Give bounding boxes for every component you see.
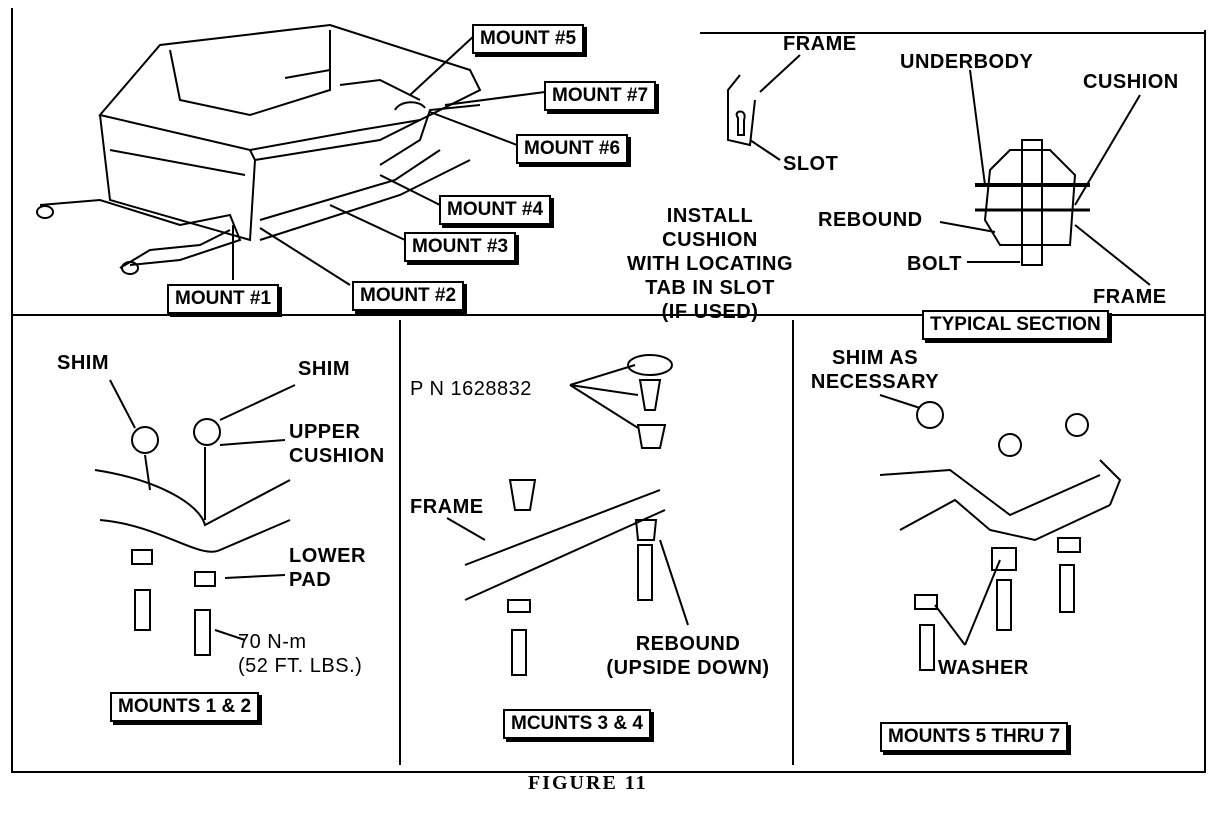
mount-5-label: MOUNT #5	[472, 24, 585, 54]
shim-left-label: SHIM	[57, 352, 109, 374]
mounts-1-2-sketch	[94, 379, 296, 656]
part-number-label: P N 1628832	[410, 378, 532, 400]
rebound-line-1: REBOUND	[635, 633, 741, 655]
mount-4-label: MOUNT #4	[439, 195, 552, 225]
figure-caption: FIGURE 11	[528, 772, 648, 794]
install-note-line-2: CUSHION	[662, 229, 758, 251]
torque-line-1: 70 N-m	[238, 631, 307, 653]
torque-spec: 70 N-m (52 FT. LBS.)	[238, 630, 362, 678]
frame-slot-sketch	[727, 54, 801, 161]
mounts-1-2-title: MOUNTS 1 & 2	[110, 692, 260, 722]
install-note-line-3: WITH LOCATING	[626, 253, 794, 275]
mounts-5-7-sketch	[879, 394, 1122, 671]
install-note: INSTALL CUSHION WITH LOCATING TAB IN SLO…	[620, 204, 800, 324]
frame-label: FRAME	[783, 33, 857, 55]
upper-cushion-line-2: CUSHION	[289, 445, 385, 467]
mount-1-label: MOUNT #1	[167, 284, 280, 314]
mount-3-label: MOUNT #3	[404, 232, 517, 262]
mount-leaders	[232, 34, 546, 286]
shim-right-label: SHIM	[298, 358, 350, 380]
torque-line-2: (52 FT. LBS.)	[238, 655, 363, 677]
typical-section-sketch	[939, 69, 1151, 286]
upper-cushion-label: UPPER CUSHION	[289, 420, 385, 468]
rail-frame-label: FRAME	[410, 496, 484, 518]
typical-section-title: TYPICAL SECTION	[922, 310, 1109, 340]
underbody-label: UNDERBODY	[900, 51, 1034, 73]
install-note-line-4: TAB IN SLOT	[645, 277, 775, 299]
rebound-upside-down-label: REBOUND (UPSIDE DOWN)	[598, 632, 778, 680]
mount-2-label: MOUNT #2	[352, 281, 465, 311]
install-note-line-5: (IF USED)	[661, 301, 759, 323]
mount-6-label: MOUNT #6	[516, 134, 629, 164]
bolt-label: BOLT	[907, 253, 962, 275]
rebound-label: REBOUND	[818, 209, 923, 231]
vehicle-illustration	[36, 23, 482, 275]
mounts-3-4-title: MCUNTS 3 & 4	[503, 709, 651, 739]
lower-pad-line-1: LOWER	[289, 545, 366, 567]
shim-as-line-2: NECESSARY	[810, 371, 940, 393]
rebound-line-2: (UPSIDE DOWN)	[606, 657, 770, 679]
lower-pad-line-2: PAD	[289, 569, 332, 591]
cushion-label: CUSHION	[1083, 71, 1179, 93]
mount-7-label: MOUNT #7	[544, 81, 657, 111]
shim-as-line-1: SHIM AS	[831, 347, 919, 369]
washer-label: WASHER	[938, 657, 1029, 679]
lower-pad-label: LOWER PAD	[289, 544, 366, 592]
figure-border	[11, 8, 1206, 773]
upper-cushion-line-1: UPPER	[289, 421, 361, 443]
mounts-3-4-sketch	[446, 354, 689, 676]
section-frame-label: FRAME	[1093, 286, 1167, 308]
shim-as-necessary-label: SHIM AS NECESSARY	[805, 346, 945, 394]
slot-label: SLOT	[783, 153, 839, 175]
install-note-line-1: INSTALL	[666, 205, 754, 227]
mounts-5-7-title: MOUNTS 5 THRU 7	[880, 722, 1069, 752]
